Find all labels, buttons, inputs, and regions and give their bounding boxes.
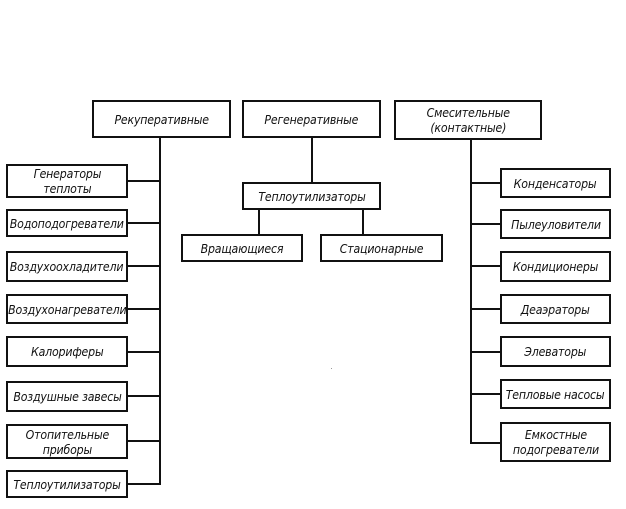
- right-trunk-line: [470, 139, 472, 444]
- left-branch-line: [127, 483, 161, 485]
- regen-stem-line: [311, 137, 313, 183]
- stationary-label: Стационарные: [339, 240, 424, 256]
- left-item-label: Генераторы теплоты: [33, 166, 101, 196]
- left-branch-line: [127, 222, 161, 224]
- left-item-label: Воздухонагреватели: [7, 301, 127, 317]
- left-item-air-curtains: Воздушные завесы: [6, 381, 128, 412]
- left-branch-line: [127, 351, 161, 353]
- right-branch-line: [470, 442, 501, 444]
- right-item-label: Емкостные подогреватели: [512, 427, 598, 457]
- recuperative-box: Рекуперативные: [92, 100, 231, 138]
- right-item-line1: Емкостные: [524, 427, 587, 442]
- rotating-box: Вращающиеся: [181, 234, 303, 262]
- right-item-dust-collectors: Пылеуловители: [500, 209, 611, 239]
- right-item-condensers: Конденсаторы: [500, 168, 611, 198]
- left-item-line2: приборы: [42, 441, 92, 457]
- heat-utilizers-box: Теплоутилизаторы: [242, 182, 381, 210]
- mixing-label: Смесительные (контактные): [426, 105, 509, 135]
- left-item-label: Отопительные приборы: [25, 426, 109, 457]
- right-item-heat-pumps: Тепловые насосы: [500, 379, 611, 409]
- right-branch-line: [470, 308, 501, 310]
- mixing-label-line2: (контактные): [430, 120, 506, 135]
- stray-dot: [331, 368, 332, 369]
- right-branch-line: [470, 265, 501, 267]
- left-branch-line: [127, 308, 161, 310]
- left-item-line2: теплоты: [42, 181, 91, 196]
- heat-utilizers-label: Теплоутилизаторы: [257, 188, 366, 204]
- right-branch-line: [470, 393, 501, 395]
- left-branch-line: [127, 265, 161, 267]
- right-branch-line: [470, 223, 501, 225]
- left-item-heating-devices: Отопительные приборы: [6, 424, 128, 459]
- left-item-label: Калориферы: [30, 344, 104, 359]
- right-item-air-conditioners: Кондиционеры: [500, 251, 611, 282]
- left-item-heat-generators: Генераторы теплоты: [6, 164, 128, 198]
- left-item-water-heaters: Водоподогреватели: [6, 209, 128, 237]
- regen-left-drop-line: [258, 209, 260, 235]
- left-item-line1: Генераторы: [33, 166, 101, 181]
- left-trunk-line: [159, 137, 161, 485]
- regenerative-box: Регенеративные: [242, 100, 381, 138]
- left-item-air-heaters: Воздухонагреватели: [6, 294, 128, 324]
- right-item-capacitive-heaters: Емкостные подогреватели: [500, 422, 611, 462]
- right-item-label: Тепловые насосы: [506, 386, 605, 402]
- left-branch-line: [127, 440, 161, 442]
- right-item-label: Пылеуловители: [510, 216, 601, 232]
- left-item-label: Теплоутилизаторы: [13, 476, 121, 492]
- right-item-line2: подогреватели: [512, 442, 599, 457]
- mixing-box: Смесительные (контактные): [394, 100, 542, 140]
- regen-right-drop-line: [362, 209, 364, 235]
- left-item-label: Воздушные завесы: [12, 389, 122, 404]
- left-item-calorifers: Калориферы: [6, 336, 128, 367]
- left-branch-line: [127, 395, 161, 397]
- right-item-label: Элеваторы: [524, 344, 587, 359]
- right-item-label: Кондиционеры: [512, 259, 599, 274]
- mixing-label-line1: Смесительные: [426, 105, 510, 120]
- right-branch-line: [470, 182, 501, 184]
- recuperative-label: Рекуперативные: [114, 111, 209, 127]
- stationary-box: Стационарные: [320, 234, 443, 262]
- regenerative-label: Регенеративные: [264, 111, 359, 127]
- right-branch-line: [470, 351, 501, 353]
- left-item-label: Водоподогреватели: [10, 215, 124, 231]
- left-item-heat-utilizers: Теплоутилизаторы: [6, 470, 128, 498]
- right-item-deaerators: Деаэраторы: [500, 294, 611, 324]
- left-item-air-coolers: Воздухоохладители: [6, 251, 128, 282]
- right-item-label: Деаэраторы: [521, 301, 590, 317]
- rotating-label: Вращающиеся: [200, 240, 284, 256]
- left-item-line1: Отопительные: [25, 426, 109, 442]
- left-item-label: Воздухоохладители: [10, 259, 124, 274]
- right-item-label: Конденсаторы: [514, 175, 597, 191]
- left-branch-line: [127, 180, 161, 182]
- right-item-elevators: Элеваторы: [500, 336, 611, 367]
